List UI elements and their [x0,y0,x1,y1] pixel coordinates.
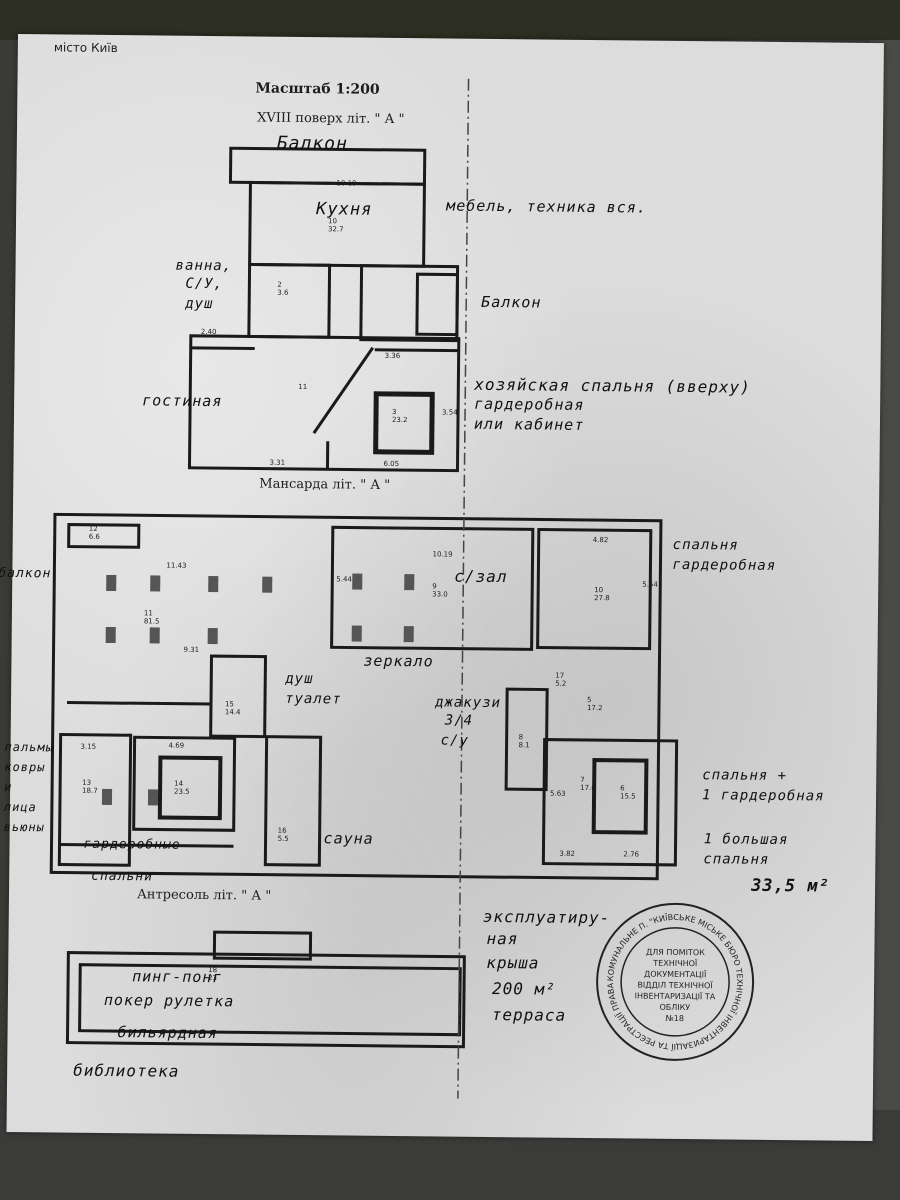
stamp-center-line: ТЕХНІЧНОЇ [652,958,698,968]
note-roof-2: ная [486,928,519,949]
note-big-bedroom: 1 большая [703,831,789,849]
note-billiards: бильярдная [117,1023,218,1043]
room-number: 10 32.7 [327,217,344,234]
room-number: 9 33.0 [432,582,448,599]
dim-label: 3.36 [384,351,401,361]
note-big-bedroom-2: спальня [703,851,770,868]
note-bedroom-wardrobe: спальня + [702,767,788,785]
dim-label: 10.19 [336,179,357,188]
background-top [0,0,900,40]
stamp-center-line: ДОКУМЕНТАЦІЇ [644,969,707,980]
stamp-center-line: ІНВЕНТАРИЗАЦІЇ ТА [635,991,716,1002]
dim-label: 3.31 [269,458,286,467]
note-bath-3: душ [185,295,214,313]
room-number: 11 81.5 [143,609,160,626]
note-left-3: и [4,779,13,794]
stair-outline [359,264,460,343]
dim-label: 6.05 [383,459,400,469]
floor-plan-sheet: місто Київ Масштаб 1:200 XVIII поверх лі… [0,34,884,1142]
dim-label: 3.82 [559,849,576,858]
fireplace-outline [373,391,435,455]
note-kitchen: Кухня [316,199,373,220]
room-number: 10 27.8 [594,586,610,603]
note-roof-5: терраса [491,1005,567,1025]
note-furniture: мебель, техника вся. [446,196,647,217]
note-mansard-bedroom: спальня [672,536,739,554]
note-balcony-right: Балкон [481,292,542,312]
note-shower: душ [285,670,314,688]
stamp-center-line: ВІДДІЛ ТЕХНІЧНОЇ [637,980,713,991]
note-poker: покер рулетка [103,990,235,1011]
note-roof-3: крыша [486,952,540,973]
room-number: 17 5.2 [555,671,567,688]
balcony-right-outline [415,272,460,337]
note-left-5: вьюны [3,819,45,835]
note-wardrobe: гардеробная [474,394,585,414]
floor-plan-drawing [49,78,679,1099]
room-number: 12 6.6 [88,524,100,541]
dim-label: 5.44 [336,575,352,584]
bathroom-outline [247,262,332,339]
note-hall: с/зал [454,566,508,587]
room-number: 13 18.7 [82,778,98,795]
note-roof-4: 200 м² [491,979,556,999]
note-ping-pong: пинг-понг [132,967,223,987]
note-toilet: туалет [284,690,342,708]
note-mirror: зеркало [363,651,434,671]
note-roof-1: эксплуатиру- [482,906,611,928]
dim-label: 9.31 [183,645,200,654]
stamp-center-line: ОБЛІКУ [659,1003,690,1012]
dim-label: 2.76 [623,850,640,859]
note-mansard-wardrobe: гардеробная [672,556,777,574]
room-number: 3 23.2 [391,407,408,425]
note-bath-2: С/У, [185,275,224,293]
dim-label: 4.82 [592,536,609,545]
dim-label: 4.69 [168,741,185,750]
room-number: 6 15.5 [620,784,636,801]
note-bedrooms: спальни [91,868,154,885]
note-jacuzzi-3: с/у [440,732,470,749]
room-number: 8 8.1 [518,733,530,750]
antresol-outline [65,951,466,1049]
note-balcony-left: балкон [0,565,52,582]
note-sauna: сауна [323,829,374,848]
room-number: 11 [298,382,308,392]
note-living-room: гостиная [142,391,223,411]
dim-label: 3.54 [442,408,458,417]
dim-label: 5.63 [550,789,566,798]
room-number: 15 14.4 [224,700,241,717]
note-left-2: ковры [4,759,46,775]
note-master-bedroom: хозяйская спальня (вверху) [474,374,751,397]
note-area: 33,5 м² [751,875,830,897]
mansard-outline [49,512,663,881]
dim-label: 5.54 [642,580,658,589]
note-jacuzzi: джакузи [434,694,502,712]
note-office: или кабинет [473,414,585,434]
room-number: 16 5.5 [277,826,289,843]
room-number: 5 17.2 [586,695,603,713]
note-library: библиотека [73,1060,180,1081]
dim-label: 10.19 [432,550,453,559]
kitchen-outline [248,180,426,268]
note-left-1: пальмы [4,739,54,755]
note-bedroom-wardrobe-2: 1 гардеробная [701,787,825,805]
stamp-center-line: №18 [665,1014,684,1023]
note-wardrobes: гардеробные [83,836,181,853]
living-outline [187,334,461,473]
dim-label: 3.15 [80,742,97,751]
note-balcony-top: Балкон [276,132,349,155]
room-number: 14 23.5 [174,779,190,796]
official-stamp: КОМУНАЛЬНЕ П. "КИЇВСЬКЕ МІСЬКЕ БЮРО ТЕХН… [593,900,755,1061]
room-number: 7 17.0 [580,775,596,793]
room-number: 2 3.6 [277,280,289,297]
note-bath-1: ванна, [175,257,233,275]
dim-label: 11.43 [166,561,187,570]
stamp-center-line: ДЛЯ ПОМІТОК [646,948,705,958]
dim-label: 2.40 [200,327,217,337]
note-jacuzzi-2: 3/4 [444,712,474,729]
note-left-4: лица [3,799,37,815]
